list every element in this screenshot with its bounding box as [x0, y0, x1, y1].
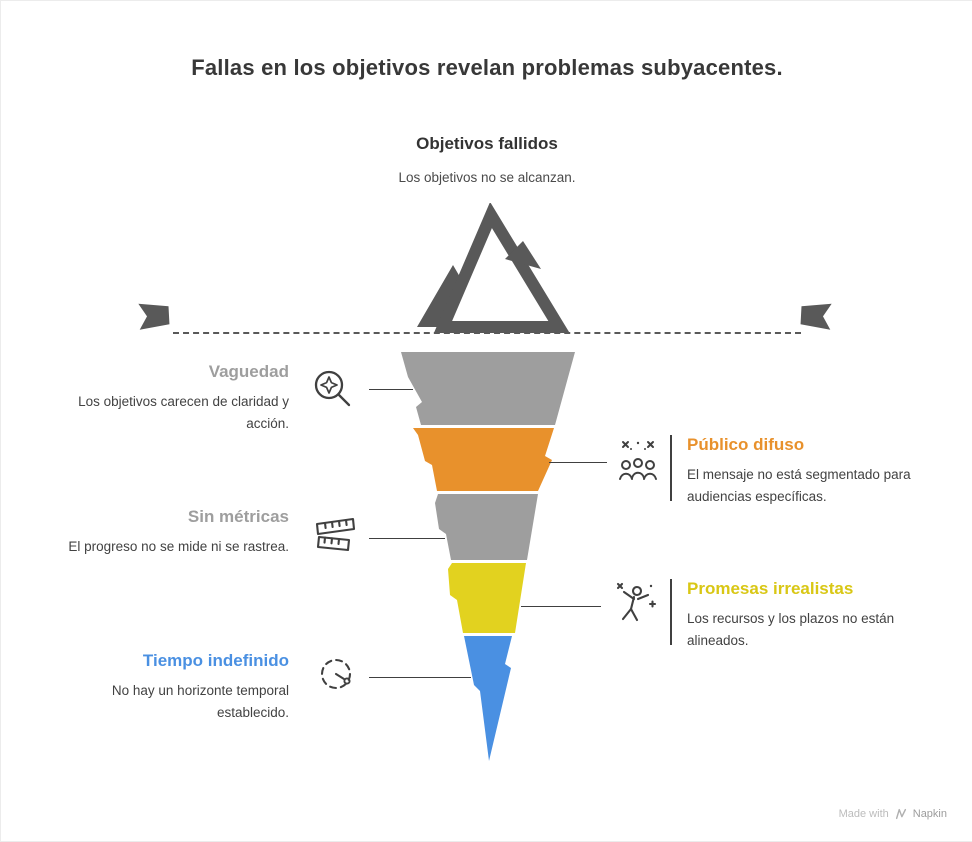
intro-subheading: Los objetivos no se alcanzan. — [398, 170, 576, 185]
funnel-segment-promesas-irrealistas — [448, 563, 526, 633]
item-title: Vaguedad — [208, 362, 289, 381]
item-sin-metricas: Sin métricas El progreso no se mide ni s… — [44, 507, 289, 558]
item-promesas-irrealistas: Promesas irrealistas Los recursos y los … — [687, 579, 922, 652]
connector-line-vaguedad — [369, 389, 413, 390]
celebrating-person-icon — [616, 582, 657, 622]
item-title: Público difuso — [687, 435, 805, 454]
funnel-segment-tiempo-indefinido — [464, 636, 512, 761]
divider-rule-promesas — [670, 579, 672, 645]
folding-ruler-icon — [315, 517, 356, 552]
watermark-prefix: Made with — [838, 808, 889, 820]
funnel-segment-sin-metricas — [435, 494, 538, 560]
item-description: El mensaje no está segmentado para audie… — [687, 467, 911, 504]
page-title: Fallas en los objetivos revelan problema… — [191, 55, 783, 80]
mountain-icon — [417, 203, 570, 333]
flag-icon — [138, 303, 170, 330]
divider-rule-publico-difuso — [670, 435, 672, 501]
intro-block: Objetivos fallidos Los objetivos no se a… — [1, 134, 972, 185]
funnel-segment-publico-difuso — [413, 428, 554, 491]
item-publico-difuso: Público difuso El mensaje no está segmen… — [687, 435, 922, 508]
intro-heading: Objetivos fallidos — [416, 134, 558, 153]
item-title: Promesas irrealistas — [687, 579, 854, 598]
connector-line-publico-difuso — [549, 462, 607, 463]
waterline-dashed-line — [173, 332, 801, 334]
flag-icon — [800, 303, 832, 330]
item-title: Sin métricas — [187, 507, 289, 526]
connector-line-promesas — [521, 606, 601, 607]
watermark-brand: Napkin — [912, 808, 947, 820]
napkin-logo-icon — [895, 808, 906, 820]
iceberg-funnel — [401, 352, 575, 761]
audience-confetti-icon — [619, 441, 657, 480]
item-tiempo-indefinido: Tiempo indefinido No hay un horizonte te… — [44, 651, 289, 724]
connector-line-sin-metricas — [369, 538, 445, 539]
watermark: Made with Napkin — [839, 807, 947, 821]
item-description: El progreso no se mide ni se rastrea. — [68, 539, 289, 555]
item-description: Los objetivos carecen de claridad y acci… — [78, 394, 289, 431]
connector-line-tiempo — [369, 677, 471, 678]
item-description: No hay un horizonte temporal establecido… — [111, 683, 289, 720]
item-title: Tiempo indefinido — [142, 651, 289, 670]
magnifier-sparkle-icon — [314, 370, 351, 407]
dashed-clock-icon — [320, 658, 352, 690]
item-vaguedad: Vaguedad Los objetivos carecen de clarid… — [44, 362, 289, 435]
item-description: Los recursos y los plazos no están aline… — [687, 611, 895, 648]
funnel-segment-vaguedad — [401, 352, 575, 425]
